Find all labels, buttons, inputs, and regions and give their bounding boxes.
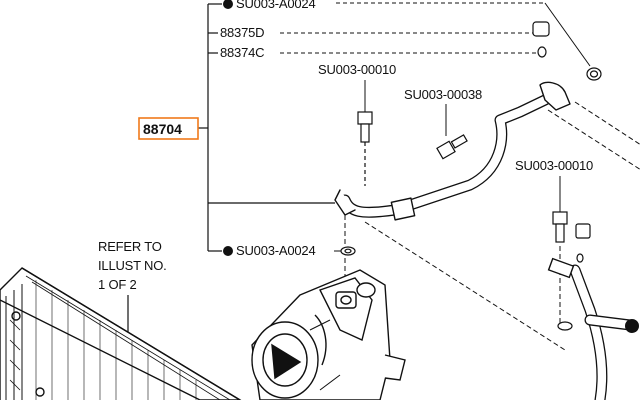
part-highlight-box	[138, 117, 199, 140]
condenser-illustration	[0, 267, 242, 400]
part-number-su003-a0024-bottom: SU003-A0024	[236, 243, 315, 258]
part-number-su003-00010-a: SU003-00010	[318, 62, 396, 77]
part-label-su003-a0024-bottom[interactable]: SU003-A0024	[223, 243, 316, 258]
part-label-su003-00010-a[interactable]: SU003-00010	[318, 62, 396, 77]
bolt-su003-00010-a	[357, 111, 373, 186]
bolt-su003-00010-b	[552, 211, 591, 263]
refer-note-line3: 1 OF 2	[98, 277, 137, 292]
part-label-su003-00038[interactable]: SU003-00038	[404, 87, 482, 102]
part-label-88375d[interactable]: 88375D	[220, 25, 265, 40]
bullet-icon	[223, 246, 233, 256]
part-label-88704[interactable]: 88704	[138, 117, 199, 140]
part-number-su003-00010-b: SU003-00010	[515, 158, 593, 173]
part-number-su003-00038: SU003-00038	[404, 87, 482, 102]
part-label-su003-00010-b[interactable]: SU003-00010	[515, 158, 593, 173]
discharge-hose	[334, 81, 571, 221]
bullet-icon	[223, 0, 233, 9]
part-label-su003-a0024-top[interactable]: SU003-A0024	[223, 0, 316, 11]
cap-88375d	[532, 21, 550, 37]
refer-note: REFER TO ILLUST NO. 1 OF 2	[98, 239, 167, 332]
refer-note-line2: ILLUST NO.	[98, 258, 167, 273]
assembly-bracket	[198, 3, 335, 252]
compressor-illustration	[251, 269, 406, 400]
leader-su003-a0024-top-2	[544, 2, 591, 67]
part-number-88704: 88704	[143, 121, 182, 137]
part-number-su003-a0024-top: SU003-A0024	[236, 0, 315, 11]
part-number-88375d: 88375D	[220, 25, 264, 40]
part-number-88374c: 88374C	[220, 45, 264, 60]
part-label-88374c[interactable]: 88374C	[220, 45, 265, 60]
refer-note-line1: REFER TO	[98, 239, 162, 254]
bolt-su003-00038	[436, 134, 468, 160]
o-ring-su003-a0024-bottom	[340, 246, 356, 256]
o-ring-88374c	[537, 46, 547, 58]
suction-hose	[547, 257, 639, 400]
o-ring-su003-a0024-top	[586, 67, 602, 81]
